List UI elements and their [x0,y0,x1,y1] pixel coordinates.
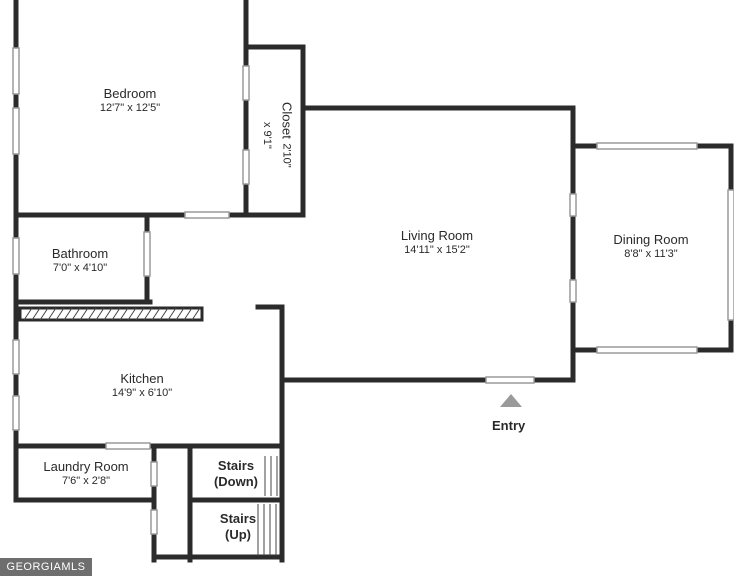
window [12,237,20,275]
window [569,279,577,303]
room-name: Stairs [217,458,255,473]
window [242,149,250,185]
stair-treads [257,456,278,556]
room-dimensions: 12'7" x 12'5" [99,102,161,115]
window [12,339,20,375]
room-name: Kitchen [120,371,164,386]
door-opening [150,509,158,535]
windows [12,47,734,535]
door-opening [184,211,230,219]
window [596,346,698,354]
entry-label: Entry [492,418,526,433]
room-bedroom: Bedroom 12'7" x 12'5" [70,86,190,116]
room-name: Living Room [400,228,474,243]
room-kitchen: Kitchen 14'9" x 6'10" [82,371,202,401]
room-stairs-up: Stairs (Up) [200,511,276,544]
door-opening [150,461,158,487]
stairs-direction: (Down) [213,474,259,490]
watermark-logo: GEORGIAMLS [0,558,92,576]
room-name: Dining Room [613,232,689,247]
room-name: Bathroom [51,246,109,261]
room-dining-room: Dining Room 8'8" x 11'3" [594,232,708,262]
room-laundry-room: Laundry Room 7'6" x 2'8" [22,459,150,489]
room-dimensions: 14'9" x 6'10" [111,387,173,400]
window [12,47,20,95]
window [242,65,250,101]
room-dimensions: 8'8" x 11'3" [624,248,678,261]
room-living-room: Living Room 14'11" x 15'2" [372,228,502,258]
room-stairs-down: Stairs (Down) [200,458,272,491]
room-closet: Closet 2'10" x 9'1" [258,100,296,170]
counter-hatch [18,306,204,322]
window [569,193,577,217]
stairs-direction: (Up) [225,527,251,543]
door-opening [105,442,151,450]
window [727,189,734,321]
room-dimensions: 2'10" x 9'1" [261,121,293,168]
window [12,107,20,155]
room-dimensions: 7'0" x 4'10" [52,262,108,275]
room-name: Stairs [219,511,257,526]
door-opening [485,376,535,384]
room-name: Closet [279,102,295,140]
window [596,142,698,150]
door-opening [143,231,151,277]
wall-closet [246,44,306,218]
room-name: Laundry Room [43,459,129,474]
room-dimensions: 7'6" x 2'8" [61,475,111,488]
room-bathroom: Bathroom 7'0" x 4'10" [28,246,132,276]
entry-arrow-icon [500,394,522,407]
window [12,395,20,431]
room-name: Bedroom [103,86,157,101]
wall-stairs [187,443,285,563]
room-dimensions: 14'11" x 15'2" [404,244,470,257]
